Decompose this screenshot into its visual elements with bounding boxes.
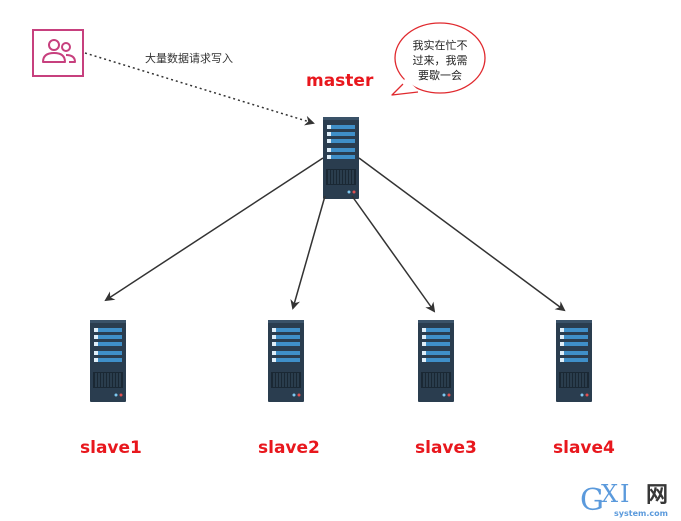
slave4-server-icon: [555, 319, 593, 403]
slave4-label: slave4: [553, 438, 615, 458]
slave3-label: slave3: [415, 438, 477, 458]
arrow-to-slave1: [104, 157, 324, 302]
watermark-domain: system.com: [614, 509, 668, 518]
slave1-label: slave1: [80, 438, 142, 458]
request-label: 大量数据请求写入: [145, 51, 233, 65]
arrow-to-slave2: [290, 195, 326, 310]
master-server-icon: [322, 116, 360, 200]
slave3-server-icon: [417, 319, 455, 403]
slave1-server-icon: [89, 319, 127, 403]
watermark-i: I: [620, 480, 629, 508]
arrow-to-slave4: [358, 157, 566, 312]
slave2-label: slave2: [258, 438, 320, 458]
bubble-line-1: 我实在忙不: [413, 38, 468, 52]
replication-arrows: [104, 157, 566, 313]
bubble-line-3: 要歇一会: [418, 69, 462, 82]
master-label: master: [306, 71, 374, 91]
bubble-line-2: 过来，我需: [413, 54, 468, 67]
users-icon: [32, 29, 84, 77]
watermark-cn: 网: [646, 483, 668, 508]
watermark-g: G: [580, 483, 604, 518]
watermark-x: X: [601, 480, 618, 508]
arrow-to-slave3: [351, 195, 436, 313]
watermark-logo: G X I 网 system.com: [580, 480, 668, 518]
speech-bubble: 我实在忙不 过来，我需 要歇一会: [391, 22, 486, 96]
slave2-server-icon: [267, 319, 305, 403]
